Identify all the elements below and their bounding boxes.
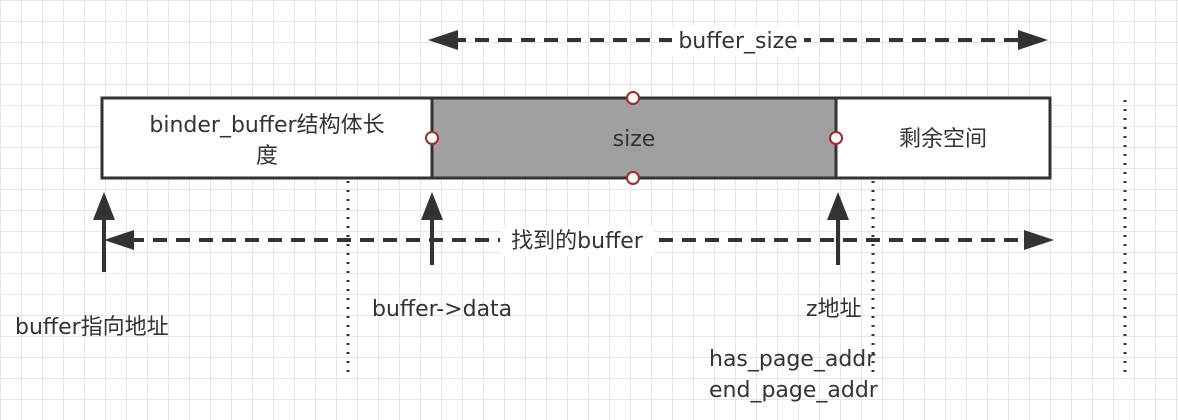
handle-bottom[interactable] bbox=[626, 171, 640, 185]
handle-left[interactable] bbox=[425, 131, 439, 145]
handle-top[interactable] bbox=[626, 91, 640, 105]
found-buffer-dimension: 找到的buffer bbox=[104, 226, 1054, 256]
end-page-addr-label: end_page_addr bbox=[709, 378, 879, 403]
arrow-left-head bbox=[104, 230, 134, 250]
pointer-arrow-buffer-data bbox=[421, 192, 443, 265]
z-address-label: z地址 bbox=[806, 297, 862, 322]
buffer-size-label: buffer_size bbox=[678, 29, 797, 54]
segment-data-label: size bbox=[613, 127, 656, 152]
found-buffer-label: 找到的buffer bbox=[511, 229, 644, 254]
buffer-size-dimension: buffer_size bbox=[428, 26, 1048, 56]
has-page-addr-label: has_page_addr bbox=[709, 347, 876, 372]
handle-right[interactable] bbox=[829, 131, 843, 145]
segment-header-label-line2: 度 bbox=[256, 144, 278, 169]
buffer-size-label-bg bbox=[672, 26, 804, 56]
buffer-data-label: buffer->data bbox=[372, 297, 512, 322]
found-buffer-label-bg bbox=[500, 226, 654, 256]
arrow-right-head bbox=[1024, 230, 1054, 250]
pointer-arrow-buffer bbox=[93, 192, 115, 272]
pointer-arrow-z bbox=[827, 192, 849, 265]
segment-remaining bbox=[834, 96, 1052, 180]
segment-header-label-line1: binder_buffer结构体长 bbox=[149, 113, 384, 138]
segment-remaining-label: 剩余空间 bbox=[899, 127, 987, 152]
buffer-address-label: buffer指向地址 bbox=[15, 315, 169, 340]
arrow-right-head bbox=[1018, 30, 1048, 50]
segment-data bbox=[430, 96, 838, 180]
arrow-left-head bbox=[428, 30, 458, 50]
